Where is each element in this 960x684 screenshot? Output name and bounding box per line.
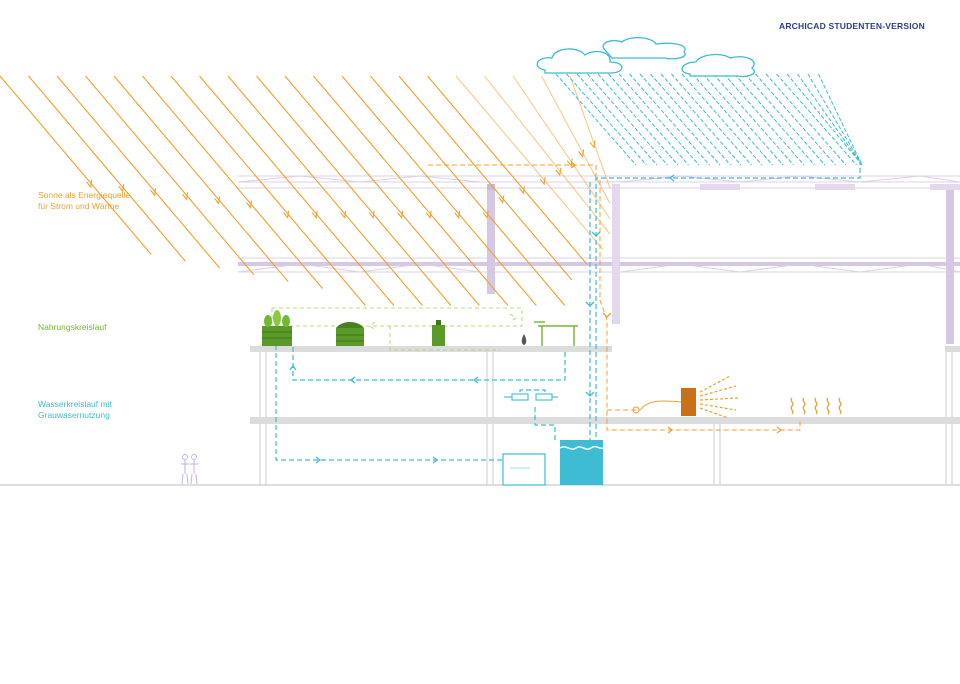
sun-ray-icon	[56, 75, 221, 269]
rain-icon	[797, 73, 863, 166]
cloud-icon	[536, 37, 755, 78]
rain-icon	[618, 73, 700, 166]
sun-ray-arrow	[518, 186, 525, 195]
sun-ray-arrow	[311, 210, 318, 220]
energy-duct	[428, 164, 801, 431]
rain-icon	[723, 73, 805, 166]
compost-box-icon	[336, 322, 364, 346]
drop-icon	[521, 334, 527, 345]
sun-ray-arrow	[498, 195, 505, 204]
sun-ray-icon	[199, 75, 395, 306]
rain-icon	[660, 73, 742, 166]
rain-icon	[639, 73, 721, 166]
sun-ray-icon	[227, 75, 423, 306]
sun-ray-arrow	[482, 210, 489, 220]
sun-ray-arrow	[454, 210, 461, 220]
sun-ray-arrow	[539, 176, 546, 186]
rain-icon	[555, 73, 637, 166]
sun-ray-icon	[455, 75, 604, 250]
label-food-line1: Nahrungskreislauf	[38, 322, 107, 332]
rain-icon	[629, 73, 710, 166]
sun-ray-arrow	[589, 140, 596, 149]
rain-icon	[671, 73, 752, 166]
rain-icon	[818, 73, 863, 166]
rain-icon	[650, 73, 731, 166]
sun-ray-icon	[370, 75, 566, 306]
sun-ray-arrow	[368, 210, 375, 220]
label-water: Wasserkreislauf mit Grauwasernutzung	[38, 399, 112, 420]
planter-icon	[262, 310, 292, 346]
rain-icon	[734, 73, 815, 166]
pump-icon	[504, 393, 558, 401]
sun-ray-arrow	[86, 180, 93, 189]
sun-ray-icon	[113, 75, 289, 283]
sun-ray-icon	[28, 75, 186, 262]
sun-ray-arrow	[578, 149, 585, 158]
water-arrows	[289, 174, 675, 464]
rain-icon	[713, 73, 794, 166]
sun-ray-arrow	[283, 210, 290, 220]
rain-icon	[765, 73, 847, 166]
sun-ray-icon	[569, 75, 611, 189]
rain	[555, 73, 863, 166]
sun-ray-icon	[85, 75, 255, 276]
rain-icon	[692, 73, 773, 166]
sun-ray-arrow	[214, 196, 221, 205]
sun-ray-icon	[142, 75, 323, 289]
sun-ray-arrow	[246, 200, 253, 209]
person-icon	[181, 454, 198, 485]
sun-ray-arrow	[340, 210, 347, 220]
label-energy: Sonne als Energiequelle für Strom und Wä…	[38, 190, 130, 211]
sun-ray-icon	[284, 75, 480, 306]
sun-ray-icon	[313, 75, 509, 306]
rain-icon	[681, 73, 763, 166]
heat-wave-icon	[790, 397, 842, 415]
sun-ray-arrow	[118, 184, 125, 193]
table-icon	[534, 321, 578, 346]
sun-ray-arrow	[566, 158, 573, 168]
watermark: ARCHICAD STUDENTEN-VERSION	[779, 21, 925, 31]
rain-icon	[702, 73, 784, 166]
rain-icon	[587, 73, 668, 166]
rain-icon	[776, 73, 857, 166]
sun-rays	[0, 75, 611, 306]
rain-icon	[566, 73, 647, 166]
treatment-box	[502, 453, 546, 486]
heater-icon	[632, 375, 739, 419]
sun-ray-icon	[398, 75, 573, 281]
sun-ray-icon	[512, 75, 611, 220]
rain-icon	[597, 73, 679, 166]
bin-icon	[432, 320, 445, 346]
rain-icon	[755, 73, 836, 166]
sun-ray-arrow	[397, 210, 404, 220]
label-water-line1: Wasserkreislauf mit	[38, 399, 112, 409]
sun-ray-arrow	[425, 210, 432, 220]
label-energy-line2: für Strom und Wärme	[38, 200, 120, 211]
sun-ray-arrow	[182, 192, 189, 201]
rain-icon	[608, 73, 689, 166]
rain-icon	[576, 73, 658, 166]
label-water-line2: Grauwasernutzung	[38, 409, 110, 420]
sun-ray-icon	[170, 75, 366, 306]
floor-slabs	[250, 346, 960, 424]
rain-icon	[786, 73, 863, 166]
sun-ray-icon	[256, 75, 452, 306]
sun-ray-icon	[0, 75, 152, 255]
sun-ray-icon	[427, 75, 588, 266]
rain-icon	[744, 73, 826, 166]
water-pipes	[275, 160, 861, 461]
food-circuit	[271, 307, 523, 351]
sun-ray-arrow	[555, 167, 562, 177]
sun-ray-icon	[484, 75, 611, 235]
label-energy-line1: Sonne als Energiequelle	[38, 190, 131, 200]
sun-ray-icon	[541, 75, 611, 204]
label-food: Nahrungskreislauf	[38, 322, 107, 333]
sun-ray-icon	[341, 75, 537, 306]
tank-icon	[559, 440, 604, 485]
energy-arrows	[570, 161, 783, 434]
sun-ray-arrow	[150, 188, 157, 197]
